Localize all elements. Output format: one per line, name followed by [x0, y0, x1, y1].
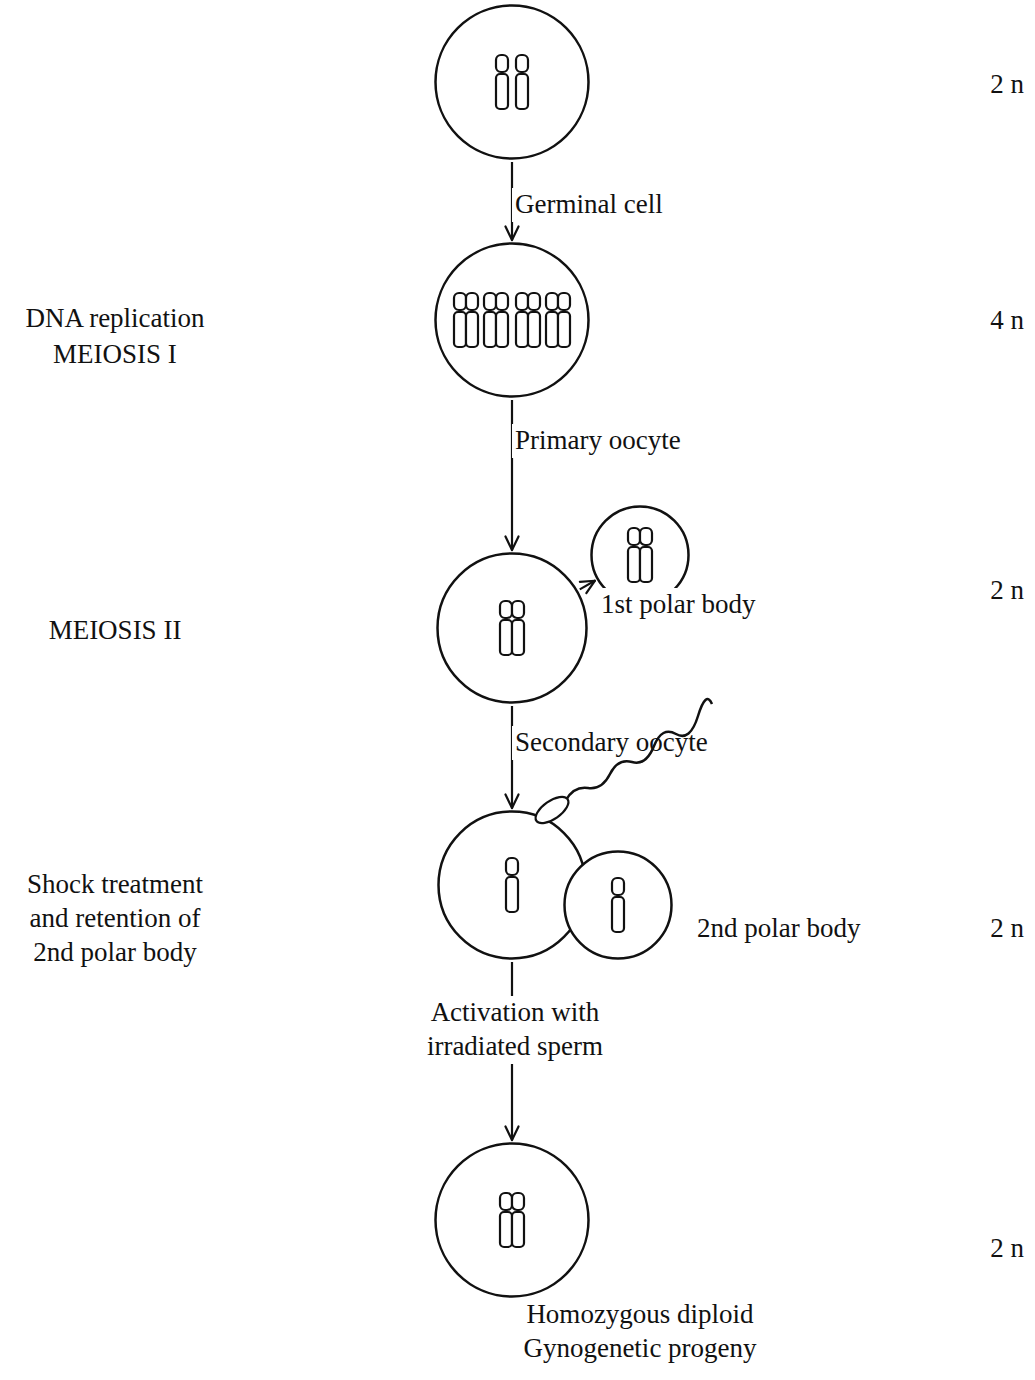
cell-circle: Secondary oocyte	[436, 552, 588, 704]
stage-label: MEIOSIS I	[2, 338, 228, 372]
ploidy-label: 2 n	[987, 68, 1027, 102]
ploidy-label: 2 n	[987, 1232, 1027, 1266]
chromosome-set	[506, 858, 518, 912]
chromosome-set	[500, 601, 524, 655]
stage-label: MEIOSIS II	[2, 614, 228, 648]
cell-outline	[434, 242, 590, 398]
stage-label: Shock treatment and retention of 2nd pol…	[12, 868, 218, 969]
stage-label: DNA replication	[2, 302, 228, 336]
sperm-figure	[531, 699, 712, 828]
ploidy-label: 2 n	[987, 574, 1027, 608]
chromosome-set	[628, 528, 652, 582]
ploidy-label: 4 n	[987, 304, 1027, 338]
cell-name: Germinal cell	[512, 188, 666, 222]
chromosome-set	[612, 878, 624, 932]
flow-arrow	[580, 581, 595, 593]
cell-circle: 2nd polar body	[563, 850, 673, 960]
cell-name: Secondary oocyte	[512, 726, 711, 760]
flow-arrow	[505, 400, 518, 550]
cell-name: Primary oocyte	[512, 424, 684, 458]
chromosome-set	[500, 1193, 524, 1247]
cell-outline	[563, 850, 673, 960]
cell-circle: Germinal cell	[434, 4, 590, 160]
arrow-label: Activation with irradiated sperm	[397, 996, 633, 1064]
cell-name: 2nd polar body	[694, 912, 863, 946]
chromosome-set	[496, 55, 528, 109]
cell-outline	[437, 810, 587, 960]
cell-outline	[434, 1142, 590, 1298]
ploidy-label: 2 n	[987, 912, 1027, 946]
cell-circle: Homozygous diploid Gynogenetic progeny	[434, 1142, 590, 1298]
cell-circle: 1st polar body	[590, 505, 690, 605]
chromosome-set	[454, 293, 570, 347]
cell-outline	[434, 4, 590, 160]
cell-circle	[437, 810, 587, 960]
cell-name: Homozygous diploid Gynogenetic progeny	[512, 1298, 768, 1366]
cell-outline	[436, 552, 588, 704]
cell-name: 1st polar body	[598, 588, 759, 622]
cell-circle: Primary oocyte	[434, 242, 590, 398]
